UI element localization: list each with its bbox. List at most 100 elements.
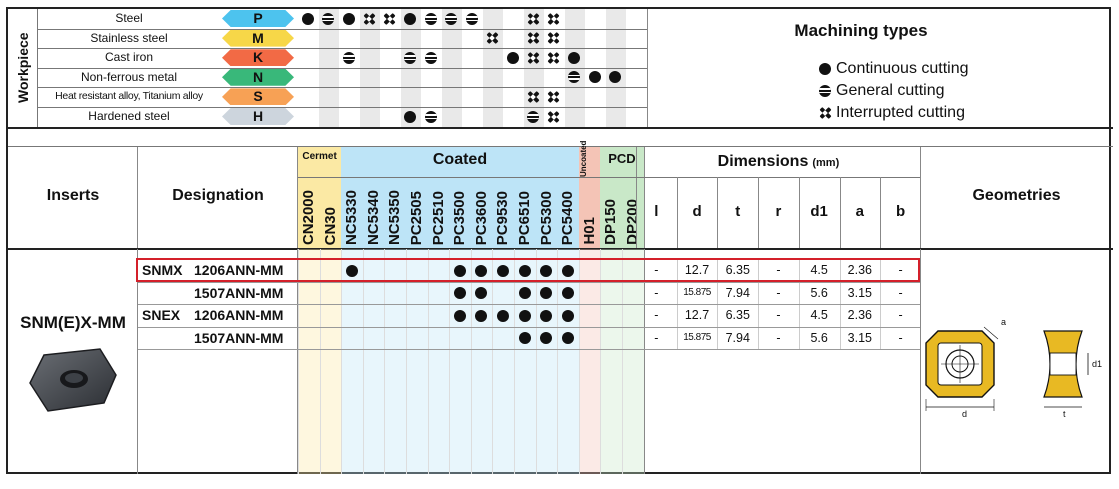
designation-code: 1507ANN-MM <box>194 284 284 301</box>
dimension-value: 6.35 <box>725 308 750 322</box>
dimension-value: 2.36 <box>847 308 873 322</box>
geometry-label-t: t <box>1063 409 1066 419</box>
dimension-value: - <box>654 308 659 322</box>
machining-title: Machining types <box>794 21 928 40</box>
grade-label: CN30 <box>321 206 339 245</box>
dimension-value: - <box>898 330 903 345</box>
general-cutting-icon <box>339 48 358 67</box>
geometry-label-d: d <box>962 409 968 419</box>
interrupted-cutting-icon <box>360 9 379 28</box>
legend-label: Interrupted cutting <box>836 103 965 121</box>
availability-dot <box>515 284 534 303</box>
interrupted-cutting-icon <box>544 29 563 48</box>
general-cutting-icon <box>319 9 338 28</box>
availability-dot <box>342 261 361 280</box>
table-row-line <box>138 304 920 305</box>
inserts-header: Inserts <box>46 187 100 204</box>
workpiece-name: Stainless steel <box>90 30 168 45</box>
grade-label: PC6510 <box>516 190 533 245</box>
dimension-value: - <box>776 263 781 277</box>
dimension-value: 4.5 <box>810 263 828 277</box>
availability-dot <box>537 284 556 303</box>
dimension-value: 3.15 <box>847 285 873 300</box>
interrupted-cutting-icon <box>544 9 563 28</box>
grade-label: PC2505 <box>408 190 425 245</box>
geometry-divider <box>920 147 921 249</box>
dimension-value: 7.94 <box>725 330 750 345</box>
continuous-cutting-icon <box>401 9 420 28</box>
interrupted-cutting-icon <box>818 103 832 122</box>
dimension-value: - <box>898 308 903 322</box>
section-gap <box>8 127 1113 147</box>
interrupted-cutting-icon <box>544 48 563 67</box>
grade-group-body-band <box>578 249 601 474</box>
grade-col-divider <box>578 249 580 474</box>
workpiece-name: Heat resistant alloy, Titanium alloy <box>55 90 203 103</box>
dimension-column-a: a <box>855 203 865 220</box>
dimension-value: 7.94 <box>725 285 750 300</box>
general-cutting-icon <box>421 9 440 28</box>
interrupted-cutting-icon <box>524 29 543 48</box>
group-title-line <box>298 177 644 178</box>
grade-label: PC2510 <box>429 190 447 245</box>
grade-col-divider <box>319 249 321 474</box>
general-cutting-icon <box>442 9 461 28</box>
body-divider <box>643 249 645 474</box>
grade-col-divider <box>384 249 386 474</box>
dimension-value: - <box>654 263 659 277</box>
grade-label: PC3600 <box>472 190 490 245</box>
legend-label: General cutting <box>836 81 945 99</box>
grade-col-divider <box>600 249 602 474</box>
dimensions-header: Dimensions(mm) <box>636 153 921 171</box>
availability-dot <box>450 284 469 303</box>
table-row-line <box>138 349 920 350</box>
grade-group-label: Cermet <box>302 151 337 162</box>
legend-item: General cutting <box>818 81 945 100</box>
availability-dot <box>537 329 556 348</box>
grade-group-body-band <box>600 249 644 474</box>
dimension-value: 5.6 <box>810 330 828 345</box>
general-cutting-icon <box>565 68 584 87</box>
availability-dot <box>558 329 577 348</box>
workpiece-row-line <box>38 67 647 69</box>
grade-group-label: Coated <box>432 151 488 168</box>
dimensions-title: Dimensions <box>717 153 809 170</box>
continuous-cutting-icon <box>565 48 584 67</box>
workpiece-name: Steel <box>115 11 143 25</box>
workpiece-name: Non-ferrous metal <box>80 69 178 84</box>
body-divider <box>920 249 921 474</box>
dimension-value: 12.7 <box>684 263 710 277</box>
grade-label: PC5300 <box>537 190 555 245</box>
grade-group-label: Uncoated <box>578 140 588 177</box>
workpiece-name: Cast iron <box>104 50 154 65</box>
grade-col-divider <box>622 249 623 474</box>
general-cutting-icon <box>421 48 440 67</box>
dimensions-unit: (mm) <box>812 157 840 169</box>
grade-col-divider <box>341 249 343 474</box>
dimension-value: - <box>654 285 659 300</box>
legend-label: Continuous cutting <box>836 59 969 77</box>
designation-code: 1206ANN-MM <box>194 307 284 323</box>
grade-group-band <box>298 147 342 249</box>
grade-col-divider <box>406 249 407 474</box>
dimension-value: 12.7 <box>684 308 710 322</box>
grade-label: PC5400 <box>559 190 577 245</box>
availability-dot <box>558 284 577 303</box>
availability-dot <box>472 261 491 280</box>
dimension-col-divider <box>880 177 882 249</box>
header-divider <box>137 147 138 249</box>
dimension-value: 5.6 <box>810 285 828 300</box>
dimension-value: - <box>898 285 903 300</box>
availability-dot <box>537 306 556 325</box>
continuous-cutting-icon <box>339 9 358 28</box>
grade-col-divider <box>362 249 364 474</box>
grade-group-body-band <box>341 249 579 474</box>
general-cutting-icon <box>524 107 543 126</box>
grade-col-divider <box>492 249 494 474</box>
grade-label: DP150 <box>602 199 620 245</box>
designation-prefix: SNMX <box>142 262 183 278</box>
selected-row-highlight <box>136 258 920 282</box>
